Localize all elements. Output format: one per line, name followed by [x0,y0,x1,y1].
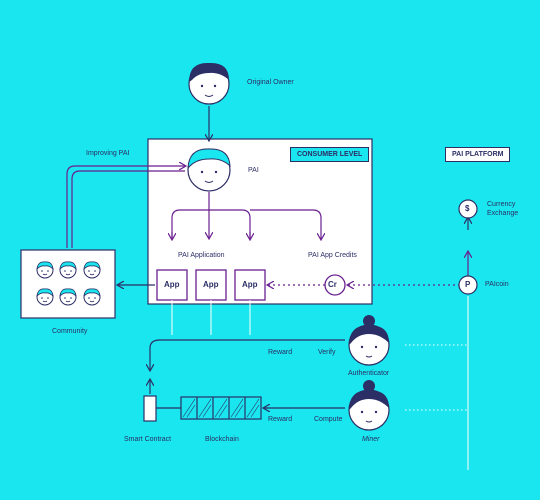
community-hair [36,261,101,298]
miner-label: Miner [362,436,380,443]
smart-contract-label: Smart Contract [124,436,172,443]
app-output-lines [171,300,251,335]
paicoin-label: PAIcoin [485,281,509,288]
authenticator-icon [348,315,390,366]
reward-label-top: Reward [268,349,293,356]
app-label-2: App [203,280,219,289]
improving-pai-label: Improving PAI [86,150,130,157]
currency-label: Currency [487,201,516,208]
pai-label: PAI [248,167,259,174]
reward-label-bottom: Reward [268,416,293,423]
consumer-level-label: CONSUMER LEVEL [290,147,370,162]
credits-symbol: Cr [328,280,337,289]
pai-face-icon [187,148,231,192]
improving-pai-line-2 [71,170,185,248]
pai-platform-label: PAI PLATFORM [445,147,511,162]
paicoin-symbol: P [465,280,471,289]
pai-application-label: PAI Application [178,252,225,259]
verify-reward-arrow [150,339,345,370]
smart-contract-box [143,395,157,422]
paicoin-circle [458,275,478,295]
community-box [20,249,116,319]
community-label: Community [52,328,88,335]
blockchain-blocks [180,396,262,420]
app-label-3: App [242,280,258,289]
authenticator-label: Authenticator [348,370,390,377]
original-owner-label: Original Owner [247,79,294,86]
verify-label: Verify [318,349,336,356]
blockchain-label: Blockchain [205,436,239,443]
pai-branch-arrows [172,192,321,239]
dollar-symbol: $ [465,204,470,213]
original-owner-icon [188,62,230,105]
pai-app-credits-label: PAI App Credits [308,252,357,259]
compute-label: Compute [314,416,343,423]
dollar-circle [458,199,478,219]
improving-pai-line [66,166,185,248]
miner-icon [348,380,390,431]
exchange-label: Exchange [487,210,519,217]
app-label-1: App [164,280,180,289]
